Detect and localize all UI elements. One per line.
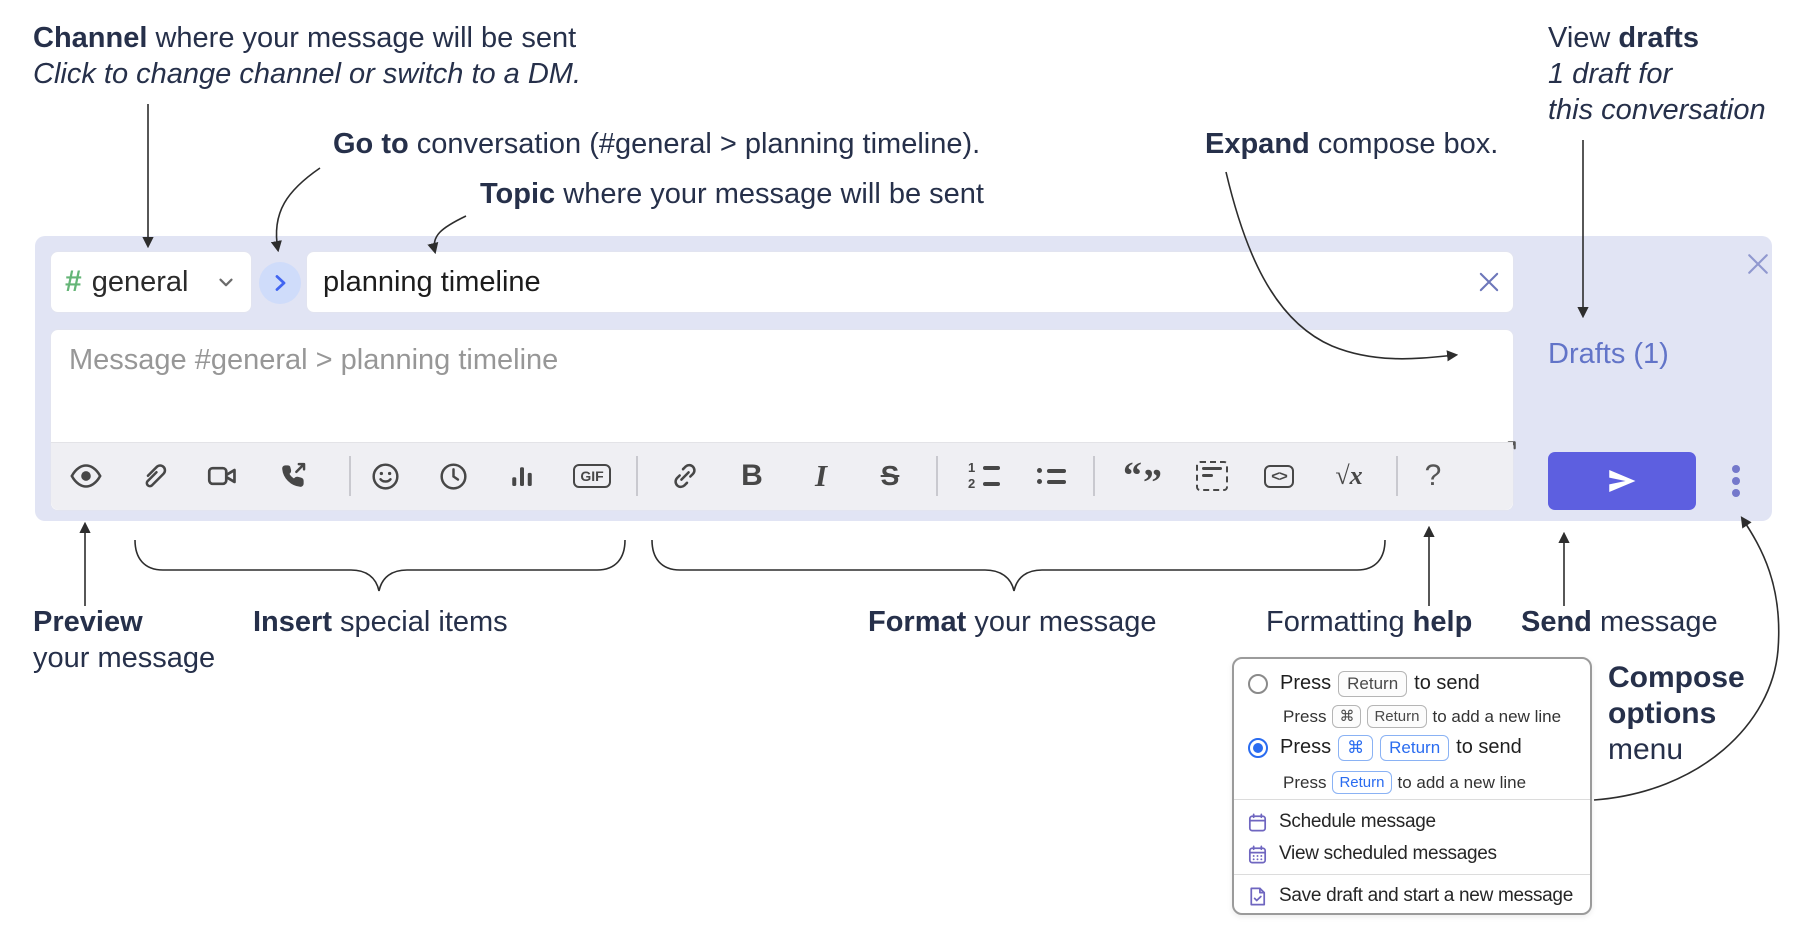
toolbar-divider <box>636 456 638 496</box>
emoji-button[interactable] <box>361 452 409 500</box>
annotation-view-drafts-line3: this conversation <box>1548 94 1766 126</box>
quote-button[interactable]: “” <box>1119 452 1167 504</box>
link-button[interactable] <box>661 452 709 500</box>
smiley-icon <box>369 460 402 493</box>
save-draft-icon <box>1246 885 1269 908</box>
insert-brace <box>134 539 626 592</box>
video-camera-icon <box>205 459 239 493</box>
math-icon: √x <box>1335 461 1363 490</box>
send-option-cmd-return[interactable]: Press ⌘ Return to send <box>1248 735 1590 761</box>
drafts-link[interactable]: Drafts (1) <box>1548 338 1669 370</box>
code-icon: <> <box>1264 464 1294 488</box>
question-mark-icon: ? <box>1424 459 1442 492</box>
topic-input[interactable] <box>306 251 1514 313</box>
annotation-format: Format your message <box>868 606 1157 638</box>
toolbar-divider <box>349 456 351 496</box>
annotation-view-drafts: View drafts <box>1548 22 1699 54</box>
annotation-preview-line2: your message <box>33 642 216 674</box>
radio-unselected-icon[interactable] <box>1248 673 1268 694</box>
start-video-call-button[interactable] <box>198 452 246 500</box>
schedule-message-item[interactable]: Schedule message <box>1246 807 1584 837</box>
bold-icon: B <box>741 459 763 492</box>
annotation-preview: Preview <box>33 606 143 638</box>
add-global-time-button[interactable] <box>429 452 477 500</box>
popup-divider <box>1234 799 1590 800</box>
eye-icon <box>69 459 103 493</box>
poll-icon[interactable] <box>498 452 546 500</box>
numbered-list-icon: 1 2 <box>968 461 1000 490</box>
gif-icon: GIF <box>573 464 611 488</box>
toolbar-divider <box>1396 456 1398 496</box>
toolbar-divider <box>936 456 938 496</box>
view-scheduled-messages-item[interactable]: View scheduled messages <box>1246 839 1584 869</box>
annotation-view-drafts-line2: 1 draft for <box>1548 58 1673 90</box>
calendar-grid-icon <box>1246 843 1269 866</box>
annotation-go-to: Go to conversation (#general > planning … <box>333 128 981 160</box>
attach-file-button[interactable] <box>129 452 177 500</box>
send-option-cmd-return-subtext: Press Return to add a new line <box>1283 771 1590 794</box>
cmd-key: ⌘ <box>1332 705 1362 728</box>
compose-options-button[interactable] <box>1716 452 1756 510</box>
phone-call-icon <box>276 460 309 493</box>
popup-divider <box>1234 874 1590 875</box>
strikethrough-button[interactable]: S <box>866 452 914 500</box>
annotation-compose-options: Compose options menu <box>1608 661 1745 766</box>
channel-name: general <box>91 265 189 298</box>
return-key: Return <box>1338 671 1408 697</box>
spoiler-button[interactable] <box>1188 452 1236 500</box>
annotation-channel: Channel where your message will be sent <box>33 22 577 54</box>
chevron-down-icon <box>215 271 237 293</box>
channel-hash-icon: # <box>65 265 82 298</box>
close-compose-icon[interactable] <box>1738 244 1778 284</box>
return-key: Return <box>1380 735 1450 761</box>
strikethrough-icon: S <box>880 460 900 491</box>
compose-options-popup: Press Return to send Press ⌘ Return to a… <box>1232 657 1592 915</box>
preview-message-button[interactable] <box>62 452 110 500</box>
compose-box: # general Drafts (1) <box>35 236 1772 521</box>
annotation-formatting-help: Formatting help <box>1266 606 1473 638</box>
gif-button[interactable]: GIF <box>568 452 616 500</box>
bulleted-list-button[interactable] <box>1027 452 1075 500</box>
send-option-return-subtext: Press ⌘ Return to add a new line <box>1283 705 1590 728</box>
numbered-list-button[interactable]: 1 2 <box>960 452 1008 500</box>
math-button[interactable]: √x <box>1325 452 1373 500</box>
cmd-key: ⌘ <box>1338 735 1374 761</box>
quote-icon: “” <box>1123 455 1163 504</box>
annotation-topic: Topic where your message will be sent <box>480 178 984 210</box>
return-key: Return <box>1367 705 1427 728</box>
calendar-icon <box>1246 811 1269 834</box>
formatting-help-button[interactable]: ? <box>1409 452 1457 500</box>
chevron-right-icon <box>268 271 292 295</box>
send-icon <box>1605 464 1639 498</box>
radio-selected-icon[interactable] <box>1248 737 1268 758</box>
italic-button[interactable]: I <box>797 452 845 500</box>
toolbar-divider <box>1093 456 1095 496</box>
annotation-channel-line2: Click to change channel or switch to a D… <box>33 58 582 90</box>
message-area: GIF B I S <box>50 329 1516 511</box>
spoiler-icon <box>1196 461 1228 491</box>
start-voice-call-button[interactable] <box>268 452 316 500</box>
format-brace <box>651 539 1386 592</box>
code-button[interactable]: <> <box>1255 452 1303 500</box>
channel-selector[interactable]: # general <box>50 251 252 313</box>
save-draft-item[interactable]: Save draft and start a new message <box>1246 881 1584 911</box>
message-input[interactable] <box>57 334 1461 458</box>
go-to-conversation-button[interactable] <box>259 262 301 304</box>
bold-button[interactable]: B <box>728 452 776 500</box>
italic-icon: I <box>814 458 828 493</box>
link-icon <box>669 460 701 492</box>
send-option-return[interactable]: Press Return to send <box>1248 671 1590 697</box>
annotation-send: Send message <box>1521 606 1718 638</box>
send-button[interactable] <box>1548 452 1696 510</box>
bulleted-list-icon <box>1036 468 1066 484</box>
paperclip-icon <box>137 460 169 492</box>
compose-toolbar: GIF B I S <box>51 442 1513 510</box>
clear-topic-icon[interactable] <box>1469 262 1509 302</box>
clock-icon <box>437 460 470 493</box>
annotation-expand: Expand compose box. <box>1205 128 1499 160</box>
annotation-insert: Insert special items <box>253 606 508 638</box>
vertical-ellipsis-icon <box>1730 461 1742 501</box>
return-key: Return <box>1332 771 1392 794</box>
